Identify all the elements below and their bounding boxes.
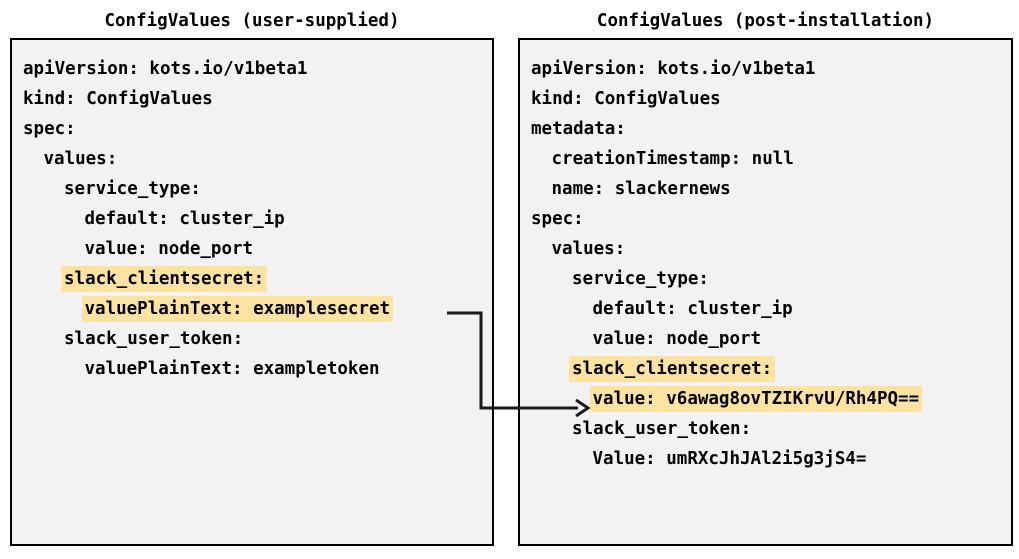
right-panel-title: ConfigValues (post-installation) <box>596 11 935 31</box>
left_panel-code-text: service_type: <box>64 179 201 199</box>
left_panel-code-line: apiVersion: kots.io/v1beta1 <box>22 54 391 84</box>
right_panel-code-line: slack_user_token: <box>530 414 920 444</box>
left_panel-code-text: spec: <box>23 119 76 139</box>
left_panel-code-line: kind: ConfigValues <box>22 84 391 114</box>
right_panel-code-line: values: <box>530 234 920 264</box>
right_panel-code-text: kind: ConfigValues <box>531 89 721 109</box>
left_panel-code-text: apiVersion: kots.io/v1beta1 <box>23 59 308 79</box>
right_panel-code-text: apiVersion: kots.io/v1beta1 <box>531 59 816 79</box>
left_panel-code-text: kind: ConfigValues <box>23 89 213 109</box>
right_panel-code-text: name: slackernews <box>551 179 731 199</box>
left_panel-code-line: default: cluster_ip <box>22 204 391 234</box>
left_panel-code-line: valuePlainText: examplesecret <box>22 294 392 324</box>
right_panel-code-line: service_type: <box>530 264 920 294</box>
right_panel-code-line: Value: umRXcJhJAl2i5g3jS4= <box>530 444 920 474</box>
right-yaml-code-block: apiVersion: kots.io/v1beta1 kind: ConfigV… <box>520 40 921 474</box>
left_panel-code-line: values: <box>22 144 391 174</box>
right_panel-code-line: slack_clientsecret: <box>530 354 920 384</box>
right_panel-code-text: spec: <box>531 209 584 229</box>
left_panel-code-text: valuePlainText: exampletoken <box>84 359 380 379</box>
left_panel-code-line: spec: <box>22 114 391 144</box>
right_panel-code-text: Value: umRXcJhJAl2i5g3jS4= <box>592 449 867 469</box>
right_panel-code-line: value: v6awag8ovTZIKrvU/Rh4PQ== <box>530 384 921 414</box>
left_panel-code-line: valuePlainText: exampletoken <box>22 354 391 384</box>
left_panel-code-line: value: node_port <box>22 234 391 264</box>
right_panel-code-line: value: node_port <box>530 324 920 354</box>
left_panel-code-line: slack_user_token: <box>22 324 391 354</box>
left_panel-code-text: value: node_port <box>84 239 254 259</box>
left_panel-code-text: valuePlainText: examplesecret <box>83 298 392 320</box>
left_panel-code-text: default: cluster_ip <box>84 209 285 229</box>
right_panel-code-line: metadata: <box>530 114 920 144</box>
right_panel-code-text: metadata: <box>531 119 626 139</box>
left-config-panel: apiVersion: kots.io/v1beta1 kind: ConfigV… <box>10 38 494 546</box>
right_panel-code-text: creationTimestamp: null <box>551 149 794 169</box>
right_panel-code-line: spec: <box>530 204 920 234</box>
right_panel-code-line: apiVersion: kots.io/v1beta1 <box>530 54 920 84</box>
right-config-panel: apiVersion: kots.io/v1beta1 kind: ConfigV… <box>518 38 1013 546</box>
right_panel-code-text: slack_clientsecret: <box>571 358 774 380</box>
left-panel-title: ConfigValues (user-supplied) <box>104 11 400 31</box>
right_panel-code-line: name: slackernews <box>530 174 920 204</box>
right_panel-code-text: value: v6awag8ovTZIKrvU/Rh4PQ== <box>591 388 921 410</box>
left_panel-code-text: values: <box>43 149 118 169</box>
right_panel-code-text: service_type: <box>572 269 709 289</box>
left_panel-code-text: slack_user_token: <box>64 329 244 349</box>
right_panel-code-text: default: cluster_ip <box>592 299 793 319</box>
right_panel-code-line: creationTimestamp: null <box>530 144 920 174</box>
right_panel-code-line: kind: ConfigValues <box>530 84 920 114</box>
left_panel-code-line: service_type: <box>22 174 391 204</box>
left_panel-code-text: slack_clientsecret: <box>63 268 266 290</box>
right_panel-code-text: values: <box>551 239 626 259</box>
right_panel-code-text: value: node_port <box>592 329 762 349</box>
right_panel-code-line: default: cluster_ip <box>530 294 920 324</box>
left_panel-code-line: slack_clientsecret: <box>22 264 391 294</box>
left-yaml-code-block: apiVersion: kots.io/v1beta1 kind: ConfigV… <box>12 40 392 384</box>
right_panel-code-text: slack_user_token: <box>572 419 752 439</box>
